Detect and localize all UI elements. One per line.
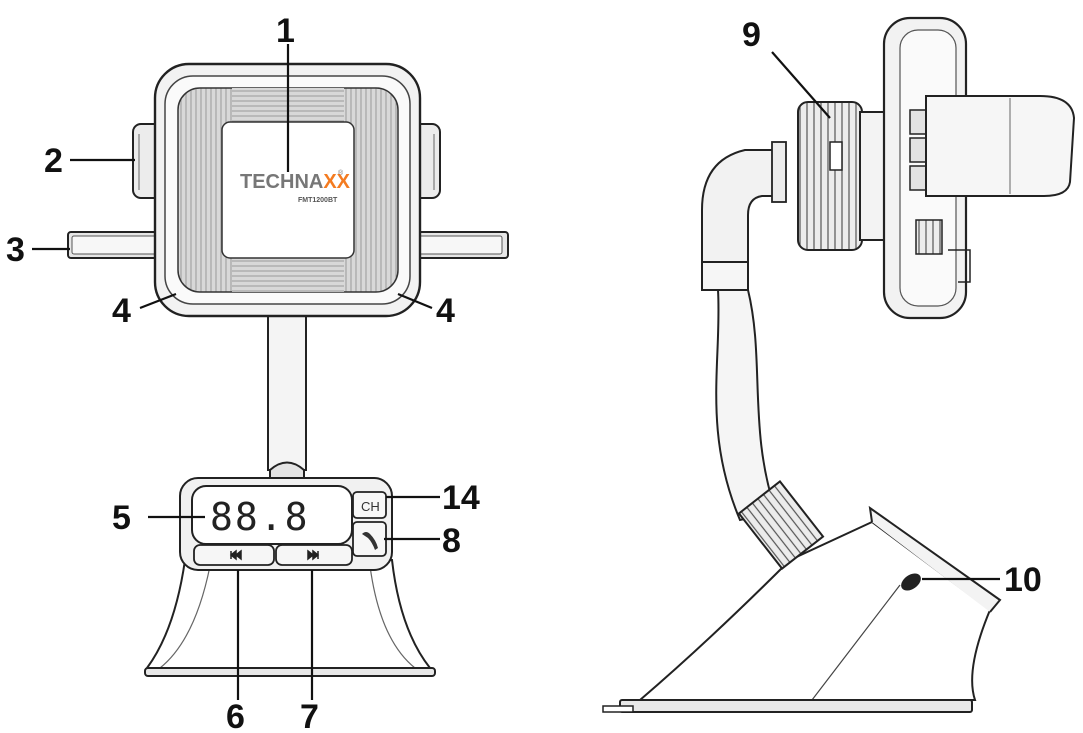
previous-icon — [229, 549, 242, 561]
brand-main: TECHNA — [240, 171, 323, 193]
usb-port — [901, 573, 921, 591]
callout-14: 14 — [442, 479, 480, 517]
elbow-joint — [701, 141, 787, 291]
ch-button-label: CH — [361, 499, 380, 514]
callout-labels: 1 2 3 4 4 5 6 7 8 9 10 14 — [6, 12, 1042, 733]
callout-8: 8 — [442, 522, 461, 560]
callout-4-right: 4 — [436, 292, 455, 330]
callout-9: 9 — [742, 16, 761, 54]
callout-1: 1 — [276, 12, 295, 50]
callout-10: 10 — [1004, 561, 1042, 599]
callout-7: 7 — [300, 698, 319, 733]
next-icon — [307, 549, 320, 561]
side-view — [602, 16, 1076, 713]
callout-5: 5 — [112, 499, 131, 537]
display-readout: 88.8 — [210, 495, 310, 539]
previous-track-button — [193, 544, 275, 566]
call-button — [352, 521, 387, 557]
registered-mark: ® — [338, 169, 344, 177]
phone-icon — [362, 532, 378, 550]
callout-4-left: 4 — [112, 292, 131, 330]
next-track-button — [275, 544, 353, 566]
holder-side-profile — [882, 16, 1076, 320]
side-gooseneck — [715, 289, 825, 570]
gooseneck-stem — [267, 304, 307, 485]
callout-2: 2 — [44, 142, 63, 180]
model-label: FMT1200BT — [298, 197, 338, 204]
lcd-display: 88.8 — [210, 495, 310, 539]
brand-accent: XX — [323, 171, 350, 193]
callout-6: 6 — [226, 698, 245, 733]
brand-logo: TECHNAXX — [240, 171, 351, 193]
side-suction-base — [602, 505, 1002, 713]
callout-3: 3 — [6, 231, 25, 269]
rotary-knob — [797, 101, 885, 251]
ch-button: CH — [352, 491, 387, 519]
leader-lines — [32, 44, 1000, 700]
fm-transmitter-base: 88.8 CH — [144, 477, 436, 677]
